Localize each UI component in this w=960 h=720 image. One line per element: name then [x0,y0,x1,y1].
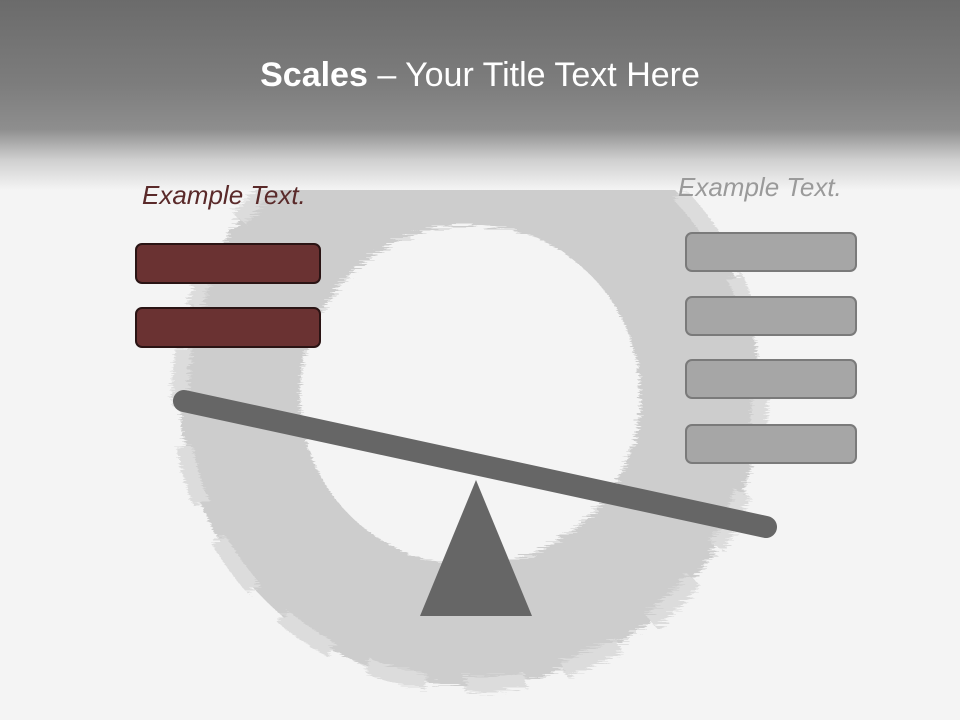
left-text-box-1[interactable] [135,243,321,284]
title-rest-part: – Your Title Text Here [367,56,700,94]
right-text-box-2[interactable] [685,296,857,336]
page-title: Scales – Your Title Text Here [0,52,960,98]
left-text-box-2[interactable] [135,307,321,348]
left-label: Example Text. [142,180,306,210]
right-text-box-1[interactable] [685,232,857,272]
right-text-box-3[interactable] [685,359,857,399]
right-label: Example Text. [678,172,842,202]
right-text-box-4[interactable] [685,424,857,464]
title-bold-part: Scales [260,56,368,94]
fulcrum-triangle [420,480,532,616]
seesaw-beam [173,390,777,538]
title-band [0,0,960,190]
